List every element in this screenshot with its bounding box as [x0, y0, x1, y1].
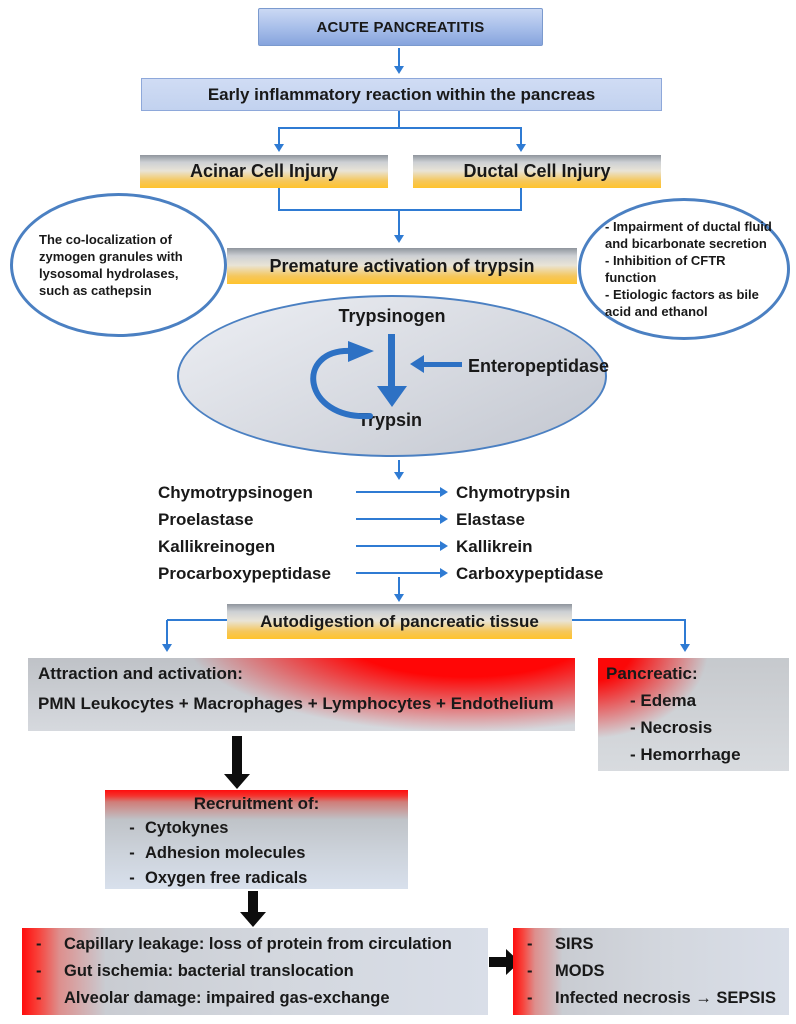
- pancreatic-outcomes-box: Pancreatic: - Edema - Necrosis - Hemorrh…: [598, 658, 789, 771]
- connector-line: [278, 209, 522, 211]
- title-box: ACUTE PANCREATITIS: [258, 8, 543, 46]
- trypsin-activation-arrowhead: [377, 386, 407, 407]
- proenzyme-label: Chymotrypsinogen: [158, 483, 313, 502]
- outcome-item: - SIRS: [527, 931, 789, 958]
- autodigestion-box: Autodigestion of pancreatic tissue: [227, 604, 572, 639]
- attraction-box: Attraction and activation: PMN Leukocyte…: [28, 658, 575, 731]
- pancreatic-item: - Edema: [630, 691, 697, 710]
- bullet-dash: -: [129, 869, 135, 887]
- systemic-item: - Alveolar damage: impaired gas-exchange: [36, 985, 488, 1012]
- flow-arrow-to-pancreatic: [680, 620, 690, 652]
- block-arrow-down: [240, 891, 266, 927]
- ductal-injury-box: Ductal Cell Injury: [413, 155, 661, 188]
- active-enzyme-label: Chymotrypsin: [456, 483, 571, 502]
- bullet-dash: -: [527, 935, 533, 953]
- bullet-dash: -: [36, 962, 42, 980]
- flow-arrow-title-to-early: [394, 48, 404, 74]
- active-enzyme-label: Elastase: [456, 510, 525, 529]
- premature-trypsin-box: Premature activation of trypsin: [227, 248, 577, 284]
- pancreatic-item: - Hemorrhage: [630, 745, 741, 764]
- flow-arrow-to-premature: [394, 210, 404, 243]
- flow-arrow-ellipse-to-list: [394, 460, 404, 480]
- acinar-note-text: The co-localization of zymogen granules …: [39, 231, 183, 299]
- pancreatic-title: Pancreatic:: [606, 664, 698, 683]
- conversion-arrow: [356, 541, 448, 551]
- conversion-arrow: [356, 487, 448, 497]
- recruitment-item: - Oxygen free radicals: [119, 866, 408, 891]
- pancreatic-item: - Necrosis: [630, 718, 713, 737]
- flow-arrow-to-acinar: [274, 128, 284, 152]
- block-arrow-down: [224, 736, 250, 789]
- recruitment-box: Recruitment of: - Cytokynes - Adhesion m…: [105, 790, 408, 889]
- proenzyme-label: Procarboxypeptidase: [158, 564, 331, 583]
- systemic-outcome-box: - SIRS - MODS - Infected necrosis → SEPS…: [513, 928, 789, 1015]
- bullet-dash: -: [527, 962, 533, 980]
- connector-line: [278, 127, 522, 129]
- ductal-note-line: - Impairment of ductal fluid and bicarbo…: [605, 218, 772, 251]
- recruitment-title: Recruitment of:: [193, 794, 320, 813]
- trypsin-activation-arrow: [388, 334, 395, 386]
- proenzyme-label: Kallikreinogen: [158, 537, 276, 556]
- attraction-title: Attraction and activation:: [38, 664, 243, 683]
- systemic-effects-box: - Capillary leakage: loss of protein fro…: [22, 928, 488, 1015]
- early-reaction-box: Early inflammatory reaction within the p…: [141, 78, 662, 111]
- connector-line: [398, 111, 400, 128]
- outcome-item: - MODS: [527, 958, 789, 985]
- enteropeptidase-arrowhead: [410, 355, 424, 373]
- enteropeptidase-label: Enteropeptidase: [468, 356, 610, 376]
- bullet-dash: -: [129, 844, 135, 862]
- bullet-dash: -: [129, 819, 135, 837]
- bullet-dash: -: [36, 989, 42, 1007]
- bullet-dash: -: [527, 989, 533, 1007]
- flow-arrow-to-attraction: [162, 620, 172, 652]
- connector-line: [520, 188, 522, 211]
- acinar-injury-box: Acinar Cell Injury: [140, 155, 388, 188]
- recruitment-item: - Cytokynes: [119, 816, 408, 841]
- systemic-item: - Capillary leakage: loss of protein fro…: [36, 931, 488, 958]
- autoactivation-loop-arrow: [310, 341, 374, 420]
- proenzyme-label: Proelastase: [158, 510, 254, 529]
- systemic-item: - Gut ischemia: bacterial translocation: [36, 958, 488, 985]
- bullet-dash: -: [36, 935, 42, 953]
- active-enzyme-label: Carboxypeptidase: [456, 564, 604, 583]
- connector-line: [167, 619, 227, 621]
- conversion-arrow: [356, 568, 448, 578]
- connector-line: [278, 188, 280, 211]
- attraction-detail: PMN Leukocytes + Macrophages + Lymphocyt…: [38, 694, 554, 713]
- trypsin-label: Trypsin: [357, 410, 423, 430]
- outcome-item: - Infected necrosis → SEPSIS: [527, 985, 789, 1012]
- trypsinogen-label: Trypsinogen: [338, 306, 446, 326]
- ductal-note-line: - Inhibition of CFTR function: [605, 252, 726, 285]
- ductal-note-ellipse: - Impairment of ductal fluid and bicarbo…: [578, 198, 790, 340]
- acinar-note-ellipse: The co-localization of zymogen granules …: [10, 193, 227, 337]
- recruitment-item: - Adhesion molecules: [119, 841, 408, 866]
- conversion-arrow: [356, 514, 448, 524]
- enteropeptidase-arrow: [424, 362, 462, 367]
- ductal-note-line: - Etiologic factors as bile acid and eth…: [605, 287, 759, 320]
- active-enzyme-label: Kallikrein: [456, 537, 533, 556]
- connector-line: [572, 619, 686, 621]
- flow-arrow-to-ductal: [516, 128, 526, 152]
- flow-arrow-list-to-autodigestion: [394, 577, 404, 602]
